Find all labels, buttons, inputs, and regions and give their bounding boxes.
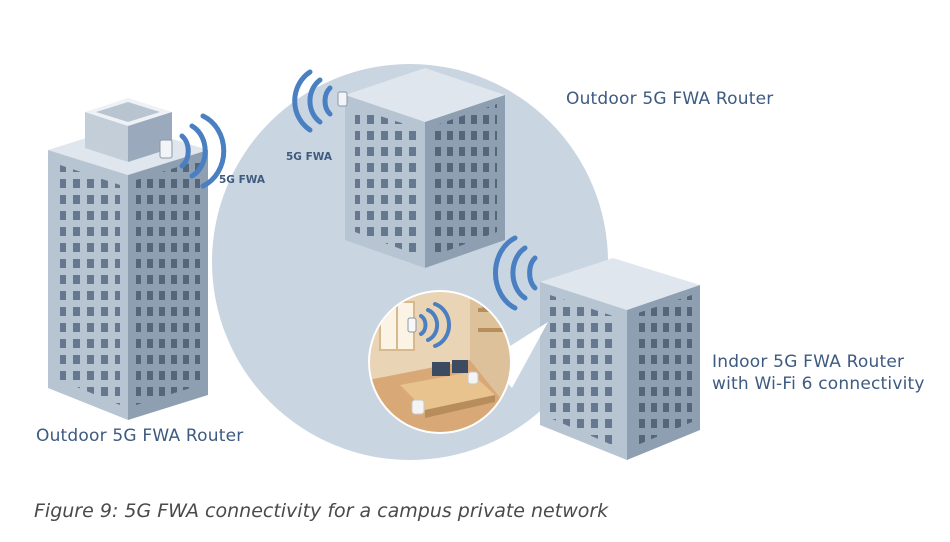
center-building — [337, 68, 505, 268]
signal-label-center: 5G FWA — [286, 151, 332, 163]
indoor-router-label-line1: Indoor 5G FWA Router — [712, 352, 905, 372]
office-room-illustration — [368, 290, 548, 434]
right-building — [540, 258, 700, 460]
left-tall-building — [48, 98, 208, 420]
router-device-icon — [337, 91, 348, 107]
wireless-signal-icon — [492, 235, 538, 311]
outdoor-router-label-top: Outdoor 5G FWA Router — [566, 89, 774, 109]
signal-label-left: 5G FWA — [219, 174, 265, 186]
router-device-icon — [159, 139, 173, 159]
router-device-icon — [407, 317, 417, 333]
wireless-signal-icon — [419, 302, 451, 348]
outdoor-router-label-left: Outdoor 5G FWA Router — [36, 426, 244, 446]
wireless-signal-icon — [179, 113, 227, 189]
wireless-signal-icon — [292, 69, 333, 133]
figure-caption: Figure 9: 5G FWA connectivity for a camp… — [34, 500, 609, 522]
indoor-router-label-line2: with Wi-Fi 6 connectivity — [712, 374, 925, 394]
